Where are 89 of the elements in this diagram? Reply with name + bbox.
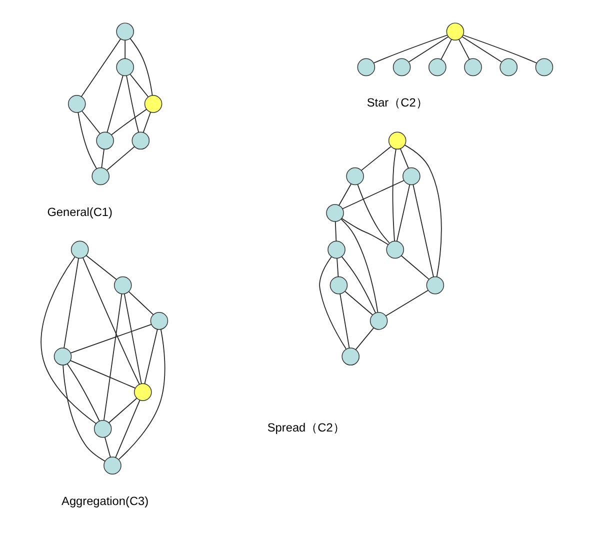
node-circle (426, 276, 444, 294)
connector (103, 293, 122, 421)
connector (340, 256, 376, 314)
connector (340, 218, 388, 246)
connector (110, 108, 146, 136)
connector (440, 39, 452, 60)
node-circle (93, 420, 112, 438)
node-circle (464, 58, 482, 76)
connector (123, 294, 142, 384)
label: Aggregation(C3) (61, 494, 148, 508)
node-circle (534, 58, 553, 76)
node-circle (402, 167, 420, 186)
connector (318, 256, 346, 350)
connector (336, 258, 338, 278)
connector (461, 36, 502, 62)
connector (126, 75, 139, 133)
node-circle (327, 240, 345, 259)
connector (124, 40, 126, 60)
label: General(C1) (46, 204, 112, 219)
connector (338, 184, 351, 206)
connector (344, 290, 372, 316)
node-circle (499, 58, 518, 76)
connector (70, 360, 136, 389)
connector (118, 329, 165, 460)
node-circle (346, 167, 364, 186)
connector (108, 398, 137, 424)
connector (62, 364, 105, 462)
connector (334, 221, 336, 242)
connector (462, 34, 537, 64)
connector (340, 218, 378, 313)
connector (385, 290, 428, 316)
connector (40, 256, 96, 424)
connector (106, 75, 123, 133)
node-circle (150, 312, 168, 330)
node-circle (116, 58, 134, 76)
node-circle (134, 383, 152, 402)
node-circle (392, 58, 410, 76)
node-circle (91, 167, 109, 186)
connector (392, 148, 396, 242)
node-circle (356, 58, 375, 76)
connector (404, 144, 442, 278)
node-circle (326, 204, 344, 222)
connector (63, 258, 78, 348)
node-circle (386, 240, 404, 259)
connector (81, 110, 100, 134)
connector (354, 327, 374, 350)
connector (396, 184, 410, 242)
node-circle (446, 22, 464, 40)
connector (360, 146, 391, 171)
connector (400, 255, 429, 280)
node-circle (53, 348, 72, 366)
connector (66, 363, 100, 422)
label: Star（C2） (366, 96, 428, 110)
node-circle (369, 312, 388, 330)
connector (85, 255, 116, 280)
connector (128, 291, 154, 316)
node-circle (67, 95, 86, 113)
connector (144, 328, 158, 384)
connector (408, 36, 448, 62)
connector (80, 38, 121, 97)
node-circle (329, 276, 348, 294)
node-circle (341, 348, 359, 366)
connector (339, 293, 350, 348)
connector (70, 324, 152, 354)
node-circle (103, 456, 121, 474)
node-circle (70, 240, 88, 259)
connector (129, 38, 152, 96)
connector (77, 112, 96, 169)
node-circle (96, 132, 114, 150)
connector (100, 148, 104, 168)
node-circle (131, 132, 150, 150)
node-circle (388, 132, 406, 150)
label: Spread（C2） (266, 420, 344, 435)
connector (106, 146, 134, 171)
connector (114, 400, 140, 458)
connector (129, 74, 148, 98)
node-circle (428, 58, 446, 76)
connector (458, 39, 470, 60)
connector (104, 436, 110, 458)
node-circle (113, 276, 132, 294)
node-circle (144, 95, 162, 113)
node-circle (116, 22, 134, 40)
connector (142, 112, 151, 133)
connector (82, 257, 140, 385)
connector (342, 180, 404, 210)
connector (400, 148, 408, 169)
connector (412, 184, 434, 278)
connector (356, 184, 390, 244)
connector (372, 34, 448, 64)
